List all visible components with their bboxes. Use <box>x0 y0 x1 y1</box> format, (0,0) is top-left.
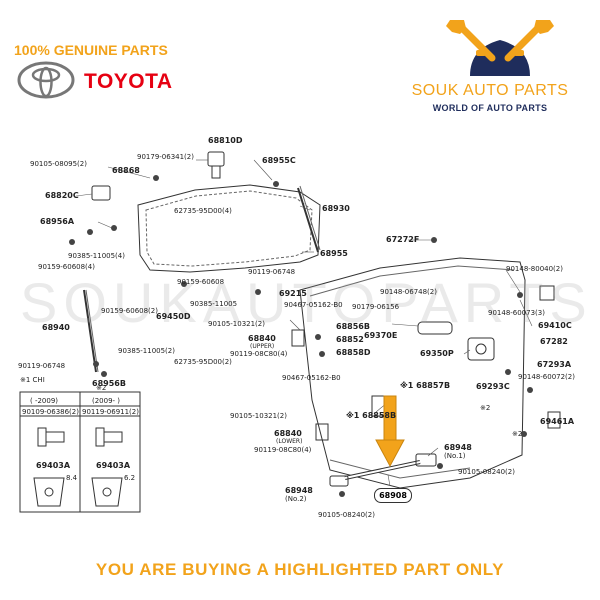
callout: (No.1) <box>444 452 466 460</box>
shop-logo <box>440 18 560 80</box>
callout: 90159-60608(4) <box>38 263 95 271</box>
callout: 90148-60073(3) <box>488 309 545 317</box>
callout: 90119-08C80(4) <box>254 446 312 454</box>
callout: 68840 <box>248 334 276 343</box>
callout: 90467-05162-B0 <box>284 301 343 309</box>
genuine-parts-banner: 100% GENUINE PARTS <box>14 42 168 58</box>
callout: (LOWER) <box>276 438 303 445</box>
callout: 68856B <box>336 322 370 331</box>
callout: 90105-08240(2) <box>458 468 515 476</box>
callout: 68858D <box>336 348 371 357</box>
callout: 68956A <box>40 217 75 226</box>
callout: 69403A <box>36 461 71 470</box>
callout: 68868 <box>112 166 140 175</box>
callout: 67282 <box>540 337 568 346</box>
callout: (No.2) <box>285 495 307 503</box>
toyota-logo <box>16 60 76 100</box>
callout: 90119-06748 <box>248 268 296 276</box>
callout: 90148-06748(2) <box>380 288 437 296</box>
callout: ※2 <box>512 430 523 438</box>
highlight-arrow <box>375 395 405 468</box>
callout: ( -2009) <box>30 397 59 405</box>
callout: 67272F <box>386 235 420 244</box>
wrench-car-icon <box>446 20 554 76</box>
callout: 68940 <box>42 323 70 332</box>
callout: 90119-08C80(4) <box>230 350 288 358</box>
callout: ※1 68858B <box>346 411 397 420</box>
callout: (UPPER) <box>250 343 275 350</box>
callout: 69370E <box>364 331 398 340</box>
callout: 68840 <box>274 429 302 438</box>
shop-name: SOUK AUTO PARTS <box>411 82 569 99</box>
toyota-emblem-icon <box>17 61 75 99</box>
callout: 68955C <box>262 156 296 165</box>
callout: 90119-06748 <box>18 362 66 370</box>
callout: ※2 <box>480 404 491 412</box>
callout: 90148-60072(2) <box>518 373 575 381</box>
callout: (2009- ) <box>92 397 121 405</box>
callout: 90159-60608 <box>177 278 225 286</box>
shop-tagline: WORLD OF AUTO PARTS <box>432 103 548 113</box>
callout: 90467-05162-B0 <box>282 374 341 382</box>
callout: ※1 CHI <box>20 376 45 384</box>
callout: 68955 <box>320 249 348 258</box>
callout: ※2 <box>96 384 107 392</box>
callout: 90385-11005(4) <box>68 252 125 260</box>
callout: 6.2 <box>124 474 136 482</box>
callout: 62735-95D00(2) <box>174 358 232 366</box>
callout: 8.4 <box>66 474 78 482</box>
callout: 90385-11005 <box>190 300 238 308</box>
callout: 90148-80040(2) <box>506 265 563 273</box>
callout: 69293C <box>476 382 510 391</box>
callout: 67293A <box>537 360 572 369</box>
callout: 69450D <box>156 312 191 321</box>
callout: 69403A <box>96 461 131 470</box>
callout: 68956B <box>92 379 126 388</box>
callout: 69410C <box>538 321 572 330</box>
callout: ※1 68857B <box>400 381 451 390</box>
callout: 90105-08240(2) <box>318 511 375 519</box>
callout: 90105-08095(2) <box>30 160 87 168</box>
callout: 69350P <box>420 349 454 358</box>
callout: 90179-06341(2) <box>137 153 194 161</box>
callout: 90119-06911(2) <box>82 408 139 416</box>
callout: 69461A <box>540 417 575 426</box>
callout: 90109-06386(2) <box>22 408 79 416</box>
footer-notice: YOU ARE BUYING A HIGHLIGHTED PART ONLY <box>95 560 505 579</box>
callout: 68930 <box>322 204 350 213</box>
callout: 68810D <box>208 136 243 145</box>
callout: 68948 <box>285 486 313 495</box>
callout: 68820C <box>45 191 79 200</box>
callout: 90159-60608(2) <box>101 307 158 315</box>
callout: 90105-10321(2) <box>208 320 265 328</box>
callout: 62735-95D00(4) <box>174 207 232 215</box>
highlighted-part-number: 68908 <box>374 488 412 503</box>
callout: 90105-10321(2) <box>230 412 287 420</box>
callout: 90179-06156 <box>352 303 400 311</box>
brand-name: TOYOTA <box>84 70 173 93</box>
callout: 69215 <box>279 289 307 298</box>
callout: 68948 <box>444 443 472 452</box>
callout: 68852 <box>336 335 364 344</box>
callout: 90385-11005(2) <box>118 347 175 355</box>
